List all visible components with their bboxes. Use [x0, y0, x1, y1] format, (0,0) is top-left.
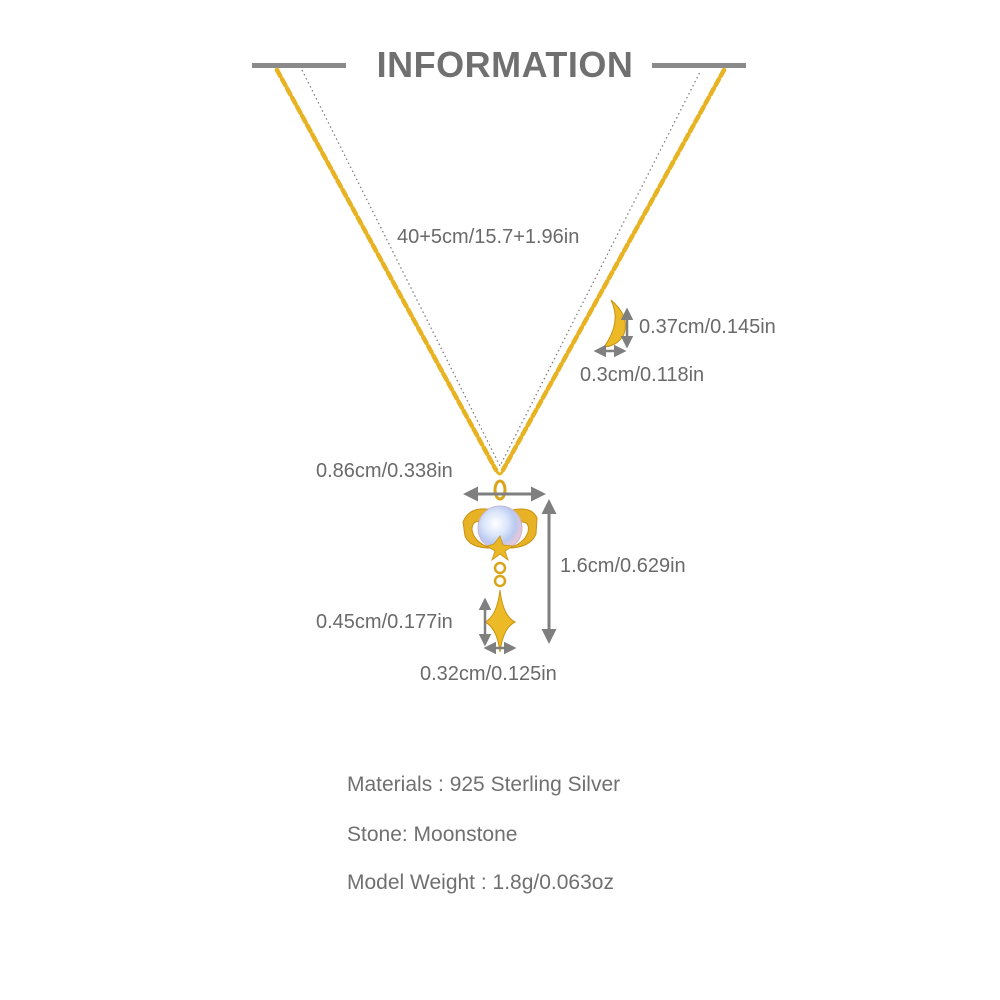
- chain-length-label: 40+5cm/15.7+1.96in: [397, 226, 580, 248]
- chain-right: [500, 67, 727, 473]
- moon-width-label: 0.3cm/0.118in: [580, 364, 705, 386]
- chain-bottom: [494, 469, 505, 476]
- moon-height-label: 0.37cm/0.145in: [639, 316, 776, 338]
- pendant-width-label: 0.86cm/0.338in: [316, 460, 453, 482]
- pendant-height-label: 1.6cm/0.629in: [560, 555, 686, 577]
- weight-text: Model Weight : 1.8g/0.063oz: [347, 871, 614, 894]
- stone-text: Stone: Moonstone: [347, 823, 518, 846]
- planet-pendant: [462, 505, 538, 562]
- pendant-link-ring: [493, 574, 507, 588]
- pendant-bail: [493, 479, 507, 501]
- star-width-label: 0.32cm/0.125in: [420, 663, 557, 685]
- chain-length-guide: [301, 69, 701, 468]
- star-height-label: 0.45cm/0.177in: [316, 611, 453, 633]
- star-drop: [483, 589, 517, 653]
- pendant-link-ring: [493, 561, 507, 575]
- header-line-left: [252, 63, 346, 68]
- moon-charm: [602, 299, 626, 348]
- materials-text: Materials : 925 Sterling Silver: [347, 773, 621, 796]
- header-line-right: [652, 63, 746, 68]
- page-title: INFORMATION: [376, 44, 634, 85]
- chain-left: [274, 67, 499, 473]
